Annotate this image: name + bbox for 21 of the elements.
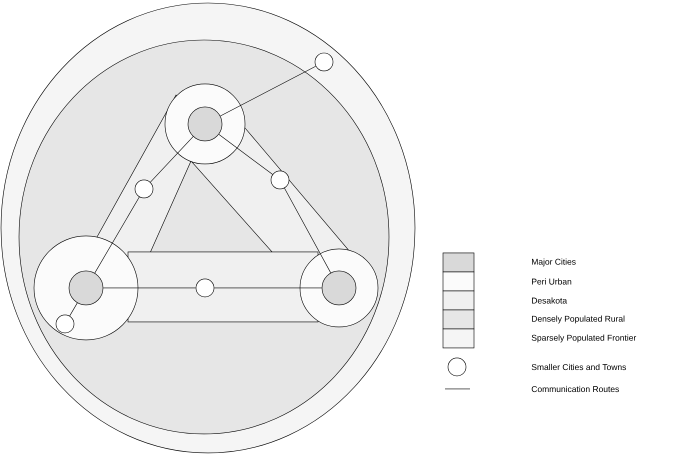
town-circle xyxy=(196,278,214,298)
city-circle xyxy=(188,106,222,142)
legend-label: Communication Routes xyxy=(532,386,619,392)
route-line xyxy=(284,188,331,274)
town-circle xyxy=(314,52,334,72)
route-line xyxy=(150,136,194,182)
route-line xyxy=(218,134,273,175)
route-line xyxy=(94,196,140,274)
town-circle xyxy=(270,170,290,190)
legend-label: Densely Populated Rural xyxy=(532,316,624,324)
legend-label: Desakota xyxy=(532,297,568,304)
town-circle xyxy=(134,180,154,198)
city-circle xyxy=(322,270,356,306)
town-circle xyxy=(56,314,74,334)
route-line xyxy=(220,66,316,116)
legend-label: Peri Urban xyxy=(532,278,572,285)
legend-label: Major Cities xyxy=(532,258,576,266)
legend-label: Sparsely Populated Frontier xyxy=(532,334,636,342)
route-line xyxy=(69,302,78,316)
legend-label: Smaller Cities and Towns xyxy=(532,364,626,370)
city-circle xyxy=(68,270,104,306)
